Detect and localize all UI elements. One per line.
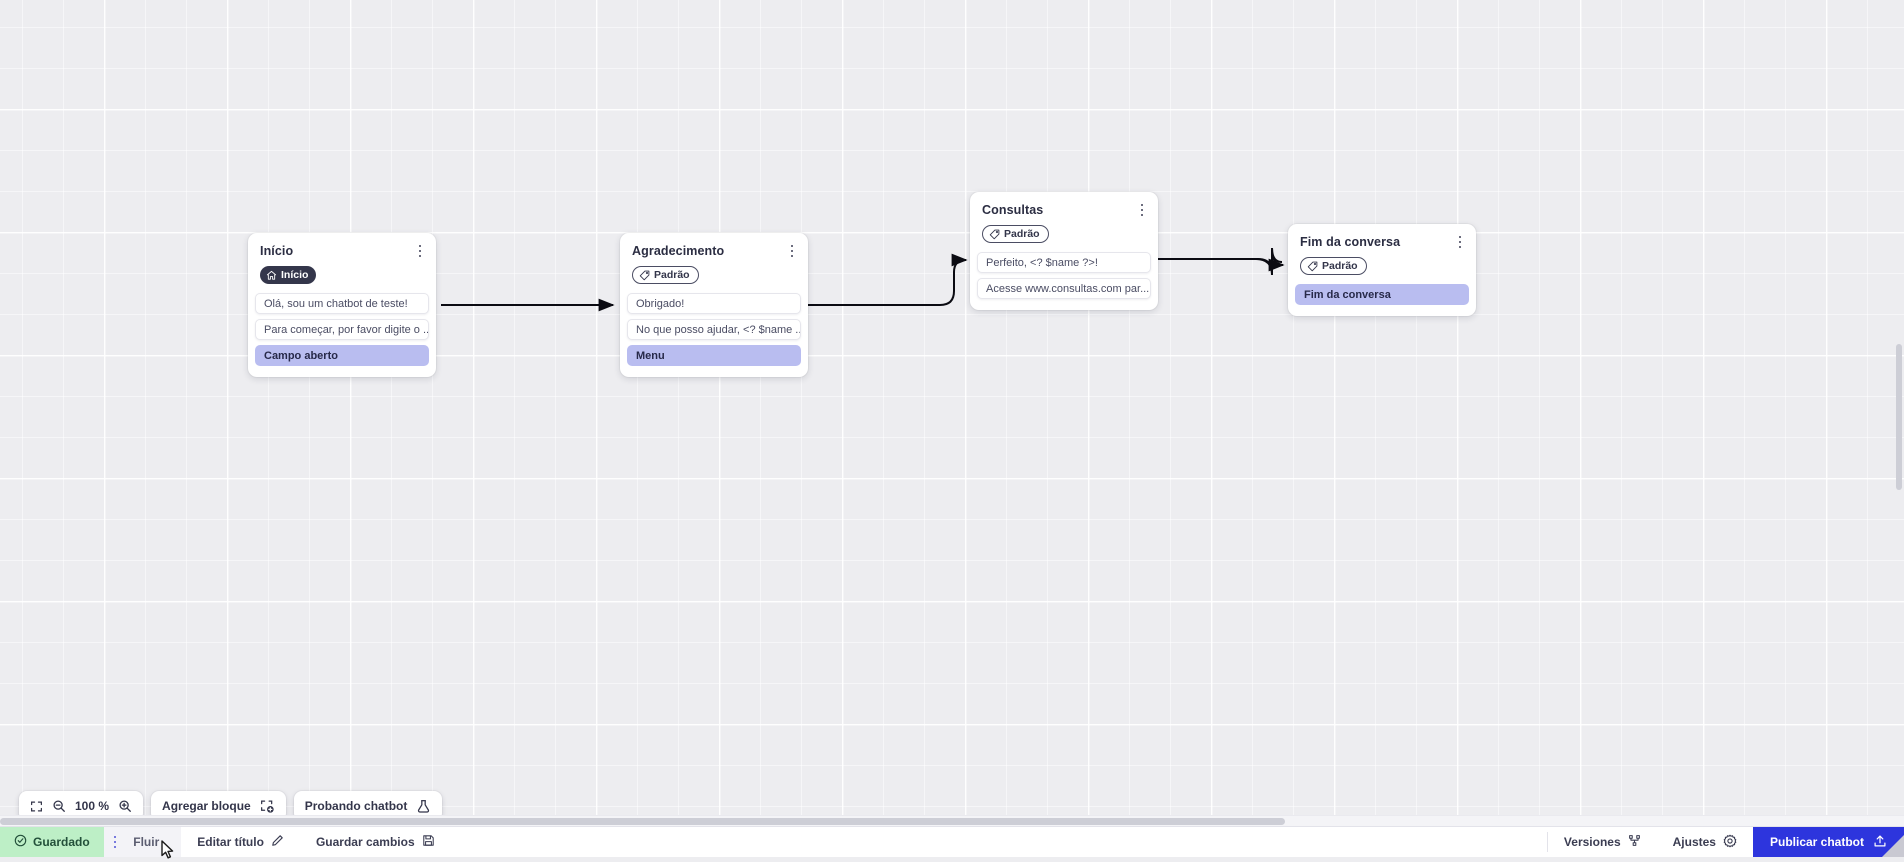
edge-consultas-fim <box>1157 248 1282 273</box>
node-title: Fim da conversa <box>1300 235 1464 250</box>
corner-fold <box>1882 835 1904 857</box>
flow-node-inicio[interactable]: Início Início Olá, sou um chatbot de tes… <box>248 233 436 377</box>
tag-icon <box>639 270 650 281</box>
node-header: Consultas Padrão <box>970 192 1158 252</box>
node-row-message[interactable]: Obrigado! <box>627 293 801 314</box>
node-badge[interactable]: Início <box>260 266 316 284</box>
saved-status: Guardado <box>0 827 104 857</box>
node-row-action[interactable]: Campo aberto <box>255 345 429 366</box>
flow-node-agradecimento[interactable]: Agradecimento Padrão Obrigado! No que po… <box>620 233 808 377</box>
saved-label: Guardado <box>33 835 90 849</box>
horizontal-scrollbar[interactable] <box>0 815 1904 826</box>
zoom-level-label: 100 % <box>75 799 109 813</box>
node-badge[interactable]: Padrão <box>632 266 699 284</box>
node-badge-label: Início <box>281 270 308 281</box>
versions-button[interactable]: Versiones <box>1548 827 1657 857</box>
node-title: Agradecimento <box>632 244 796 259</box>
pencil-icon <box>271 834 284 850</box>
node-badge[interactable]: Padrão <box>1300 257 1367 275</box>
settings-button[interactable]: Ajustes <box>1657 827 1753 857</box>
tag-icon <box>989 229 1000 240</box>
save-changes-label: Guardar cambios <box>316 835 415 849</box>
node-menu-icon[interactable] <box>1453 233 1467 251</box>
check-circle-icon <box>14 834 27 850</box>
status-bar: Guardado Fluir Editar título Guardar cam… <box>0 826 1904 857</box>
zoom-out-icon[interactable] <box>52 799 66 813</box>
branch-icon <box>1628 834 1641 850</box>
statusbar-spacer <box>451 827 1547 857</box>
edit-title-button[interactable]: Editar título <box>181 827 300 857</box>
horizontal-scrollbar-thumb[interactable] <box>0 818 1285 825</box>
flow-node-fim-da-conversa[interactable]: Fim da conversa Padrão Fim da conversa <box>1288 224 1476 316</box>
node-title: Início <box>260 244 424 259</box>
node-row-message[interactable]: Perfeito, <? $name ?>! <box>977 252 1151 273</box>
flask-icon <box>416 799 431 814</box>
node-menu-icon[interactable] <box>413 242 427 260</box>
floppy-disk-icon <box>422 834 435 850</box>
gear-icon <box>1723 834 1737 851</box>
vertical-scrollbar[interactable] <box>1894 0 1904 826</box>
node-header: Início Início <box>248 233 436 293</box>
add-block-icon <box>260 799 275 814</box>
node-row-action[interactable]: Menu <box>627 345 801 366</box>
save-changes-button[interactable]: Guardar cambios <box>300 827 451 857</box>
versions-label: Versiones <box>1564 835 1621 849</box>
tab-fluir[interactable]: Fluir <box>104 827 182 857</box>
node-badge-label: Padrão <box>654 270 690 281</box>
node-row-action[interactable]: Fim da conversa <box>1295 284 1469 305</box>
node-menu-icon[interactable] <box>1135 201 1149 219</box>
node-body: Obrigado! No que posso ajudar, <? $name … <box>620 293 808 366</box>
edge-agradecimento-consultas <box>806 260 966 305</box>
flow-edges <box>0 0 1904 826</box>
node-badge[interactable]: Padrão <box>982 225 1049 243</box>
node-body: Olá, sou um chatbot de teste! Para começ… <box>248 293 436 366</box>
node-menu-icon[interactable] <box>785 242 799 260</box>
node-header: Fim da conversa Padrão <box>1288 224 1476 284</box>
settings-label: Ajustes <box>1673 835 1716 849</box>
node-row-message[interactable]: No que posso ajudar, <? $name ... <box>627 319 801 340</box>
tag-icon <box>1307 261 1318 272</box>
kebab-menu-icon[interactable] <box>114 836 117 849</box>
flow-canvas[interactable]: Início Início Olá, sou um chatbot de tes… <box>0 0 1904 826</box>
fit-screen-icon[interactable] <box>30 800 43 813</box>
node-badge-label: Padrão <box>1004 229 1040 240</box>
publish-label: Publicar chatbot <box>1770 835 1864 849</box>
node-body: Fim da conversa <box>1288 284 1476 305</box>
test-chatbot-label: Probando chatbot <box>305 799 408 813</box>
node-row-message[interactable]: Olá, sou um chatbot de teste! <box>255 293 429 314</box>
publish-chatbot-button[interactable]: Publicar chatbot <box>1753 827 1904 857</box>
flow-node-consultas[interactable]: Consultas Padrão Perfeito, <? $name ?>! … <box>970 192 1158 310</box>
node-title: Consultas <box>982 203 1146 218</box>
node-row-message[interactable]: Acesse www.consultas.com par... <box>977 278 1151 299</box>
node-header: Agradecimento Padrão <box>620 233 808 293</box>
vertical-scrollbar-thumb[interactable] <box>1896 344 1902 490</box>
node-body: Perfeito, <? $name ?>! Acesse www.consul… <box>970 252 1158 299</box>
home-icon <box>266 270 277 281</box>
edge-consultas-fim-arrow <box>1157 249 1283 275</box>
zoom-in-icon[interactable] <box>118 799 132 813</box>
node-badge-label: Padrão <box>1322 261 1358 272</box>
node-row-message[interactable]: Para começar, por favor digite o ... <box>255 319 429 340</box>
tab-fluir-label: Fluir <box>133 835 159 849</box>
add-block-label: Agregar bloque <box>162 799 251 813</box>
edit-title-label: Editar título <box>197 835 264 849</box>
